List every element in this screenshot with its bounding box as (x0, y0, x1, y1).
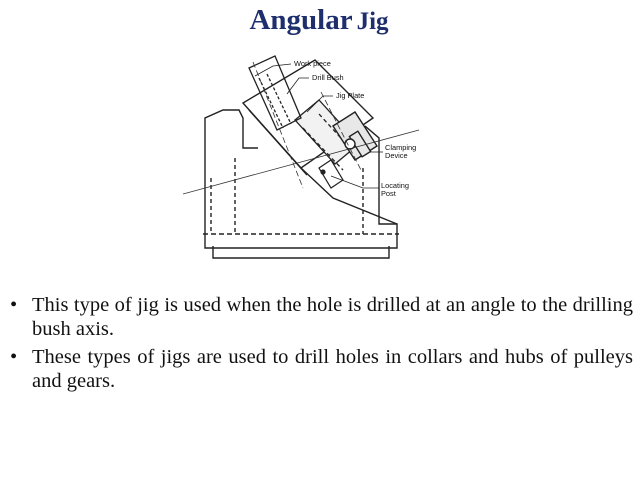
jig-plate (241, 59, 398, 225)
callout-clamping-2: Device (385, 151, 408, 160)
slide-title-tail: Jig (356, 8, 389, 35)
slide-title: Angular Jig (0, 4, 638, 37)
drill-bush (248, 55, 302, 131)
bullet-item: • This type of jig is used when the hole… (8, 293, 633, 341)
callout-locating-2: Post (381, 189, 396, 198)
leader-lines (254, 63, 383, 189)
bullet-list: • This type of jig is used when the hole… (8, 293, 633, 397)
locating-post (318, 159, 344, 189)
bullet-text: This type of jig is used when the hole i… (32, 294, 633, 340)
callout-locating-1: Locating (381, 181, 409, 190)
angular-jig-diagram: Work piece Drill Bush Jig Plate Clamping… (183, 48, 443, 263)
callout-clamping-1: Clamping (385, 143, 416, 152)
callout-jig-plate: Jig Plate (336, 91, 364, 100)
bullet-item: • These types of jigs are used to drill … (8, 345, 633, 393)
bullet-marker: • (10, 294, 18, 316)
jig-drawing: Work piece Drill Bush Jig Plate Clamping… (183, 55, 420, 259)
slide-title-main: Angular (249, 4, 353, 36)
bullet-marker: • (10, 346, 18, 368)
bullet-text: These types of jigs are used to drill ho… (32, 346, 633, 392)
axis-lines (183, 61, 420, 195)
callout-work-piece: Work piece (294, 59, 331, 68)
callout-drill-bush: Drill Bush (312, 73, 344, 82)
